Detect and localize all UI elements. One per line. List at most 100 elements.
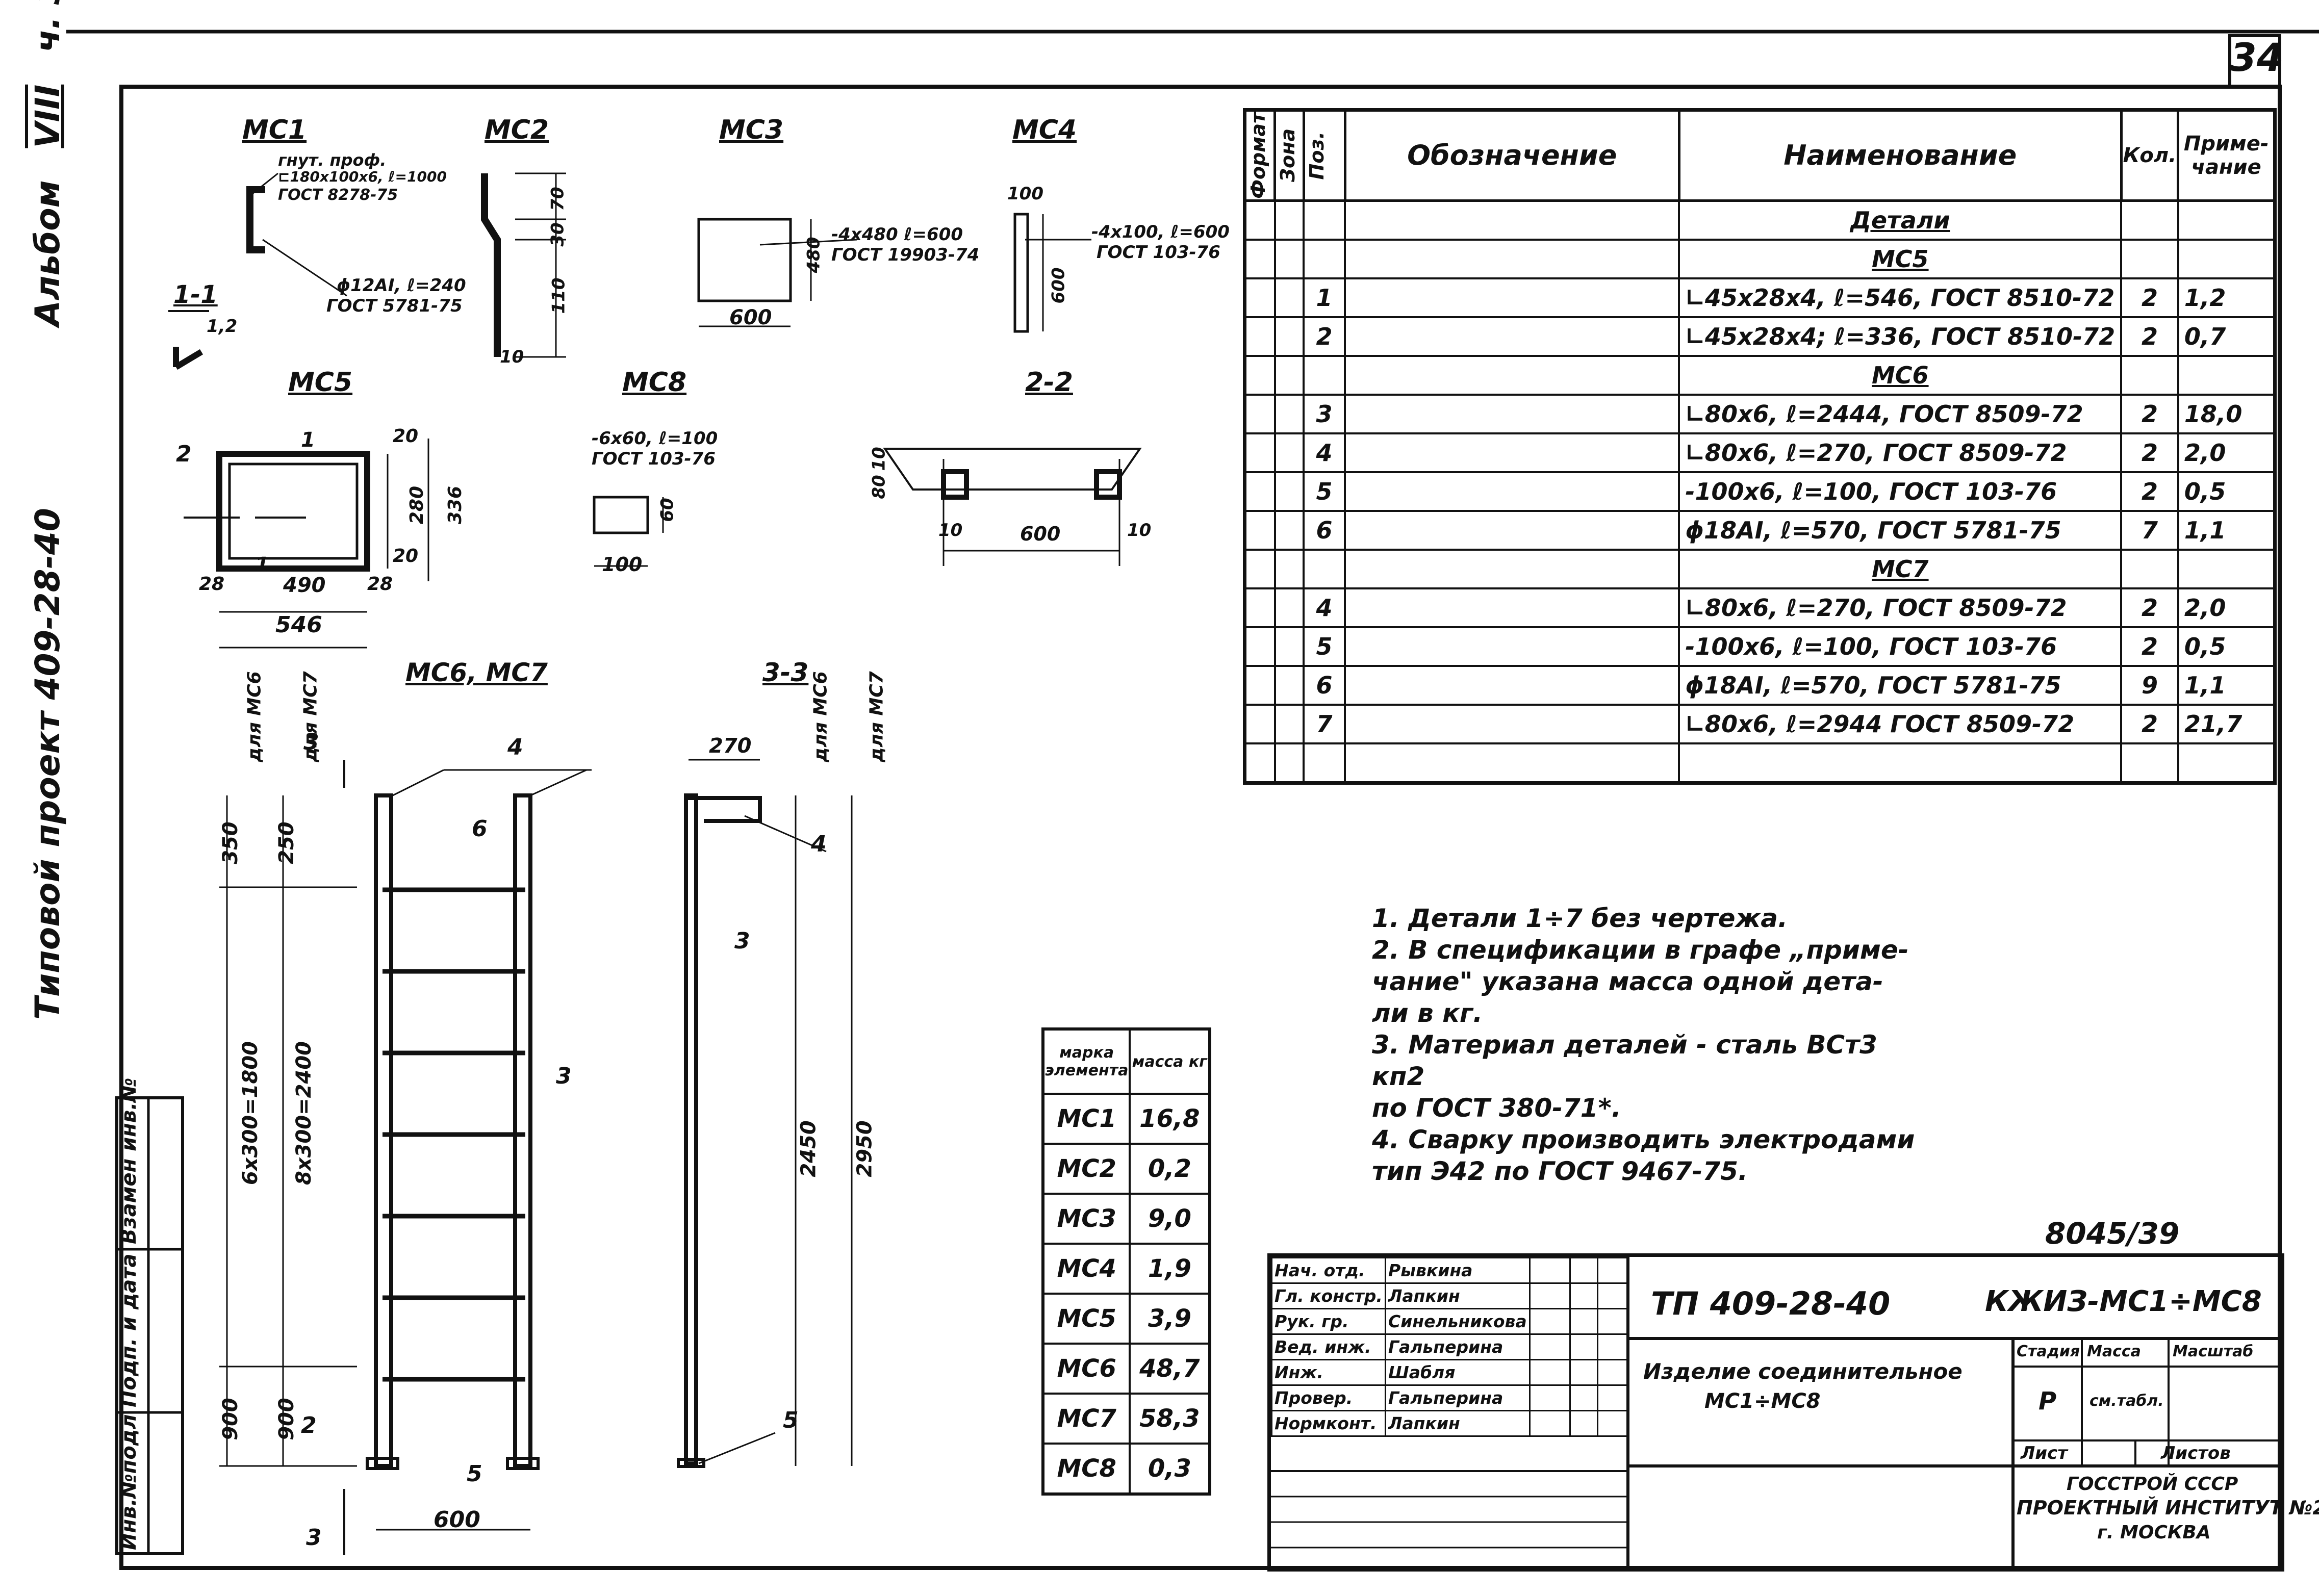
- mc4-d2: 600: [1048, 267, 1069, 304]
- table-row: Вед. инж.Гальперина: [1271, 1333, 1628, 1360]
- title-block: Нач. отд.Рывкина Гл. констр.Лапкин Рук. …: [1267, 1253, 2319, 1572]
- table-row: МС6: [1243, 354, 2276, 396]
- sec33-p4: 4: [811, 831, 827, 857]
- sec33-d2950: 2950: [853, 1120, 877, 1177]
- spec-row-name: ∟80х6, ℓ=2444, ГОСТ 8509-72: [1678, 393, 2123, 434]
- signature-table: Нач. отд.Рывкина Гл. констр.Лапкин Рук. …: [1271, 1257, 1628, 1437]
- mc3-title: МС3: [719, 115, 784, 145]
- general-notes: 1. Детали 1÷7 без чертежа. 2. В специфик…: [1372, 903, 1933, 1187]
- ladder-right-rail: [513, 793, 532, 1468]
- mc2-title: МС2: [485, 115, 549, 145]
- sec22-shape: [883, 448, 1142, 491]
- mc67-p3: 3: [303, 729, 319, 755]
- spec-row-name: МС6: [1678, 354, 2123, 396]
- mc5-title: МС5: [288, 367, 353, 398]
- title-block-grid: [1271, 1257, 2281, 1568]
- mc2-d4: 10: [500, 347, 524, 367]
- spec-header-note: Приме-чание: [2177, 109, 2276, 202]
- mc5-d7: 490: [283, 574, 326, 597]
- note-line: тип Э42 по ГОСТ 9467-75.: [1372, 1156, 1748, 1186]
- spec-header-row: Формат Зона Поз. Обозначение Наименовани…: [1243, 109, 2276, 202]
- spec-header-qty: Кол.: [2120, 109, 2180, 202]
- org-line3: г. МОСКВА: [2097, 1522, 2211, 1543]
- spec-header-zone: Зона: [1273, 109, 1305, 202]
- ladder-left-rail: [374, 793, 393, 1468]
- mc4-label1: -4х100, ℓ=600: [1091, 222, 1230, 242]
- note-line: 3. Материал деталей - сталь ВСт3 кп2: [1372, 1030, 1877, 1091]
- spec-header-pos: Поз.: [1302, 109, 1346, 202]
- mc4-label2: ГОСТ 103-76: [1097, 242, 1220, 263]
- mc5-d2: 1: [301, 428, 315, 452]
- mass-header-row: марка элемента масса кг: [1041, 1028, 1211, 1095]
- mc67-d600: 600: [434, 1507, 480, 1533]
- table-row: Провер.Гальперина: [1271, 1384, 1628, 1411]
- spec-row-name: ϕ18АI, ℓ=570, ГОСТ 5781-75: [1678, 509, 2123, 551]
- sec22-d5: 10: [1127, 520, 1152, 540]
- mc67-title: МС6, МС7: [405, 658, 548, 687]
- spec-row-name: Детали: [1678, 199, 2123, 241]
- mc67-cut2: 2: [301, 1412, 317, 1438]
- item-name-line1: Изделие соединительное: [1643, 1359, 1963, 1384]
- org-line1: ГОССТРОЙ СССР: [2067, 1474, 2238, 1495]
- sec11-title: 1-1: [173, 280, 218, 309]
- stage-value: Р: [2038, 1387, 2057, 1415]
- mc67-cut3: 3: [306, 1525, 322, 1551]
- mc1-rod1: ϕ12АI, ℓ=240: [337, 275, 466, 296]
- mc67-d900a: 900: [218, 1398, 242, 1440]
- mc4-strip-shape: [1013, 213, 1029, 333]
- spec-row-name: -100х6, ℓ=100, ГОСТ 103-76: [1678, 471, 2123, 512]
- mass-header-mass: масса кг: [1129, 1028, 1211, 1095]
- mc67-p5: 5: [467, 1461, 482, 1487]
- mc1-note2: ⊏180х100х6, ℓ=1000: [278, 168, 447, 185]
- mc5-d11: 1: [255, 553, 269, 577]
- sec11-d1: 1,2: [207, 316, 238, 337]
- note-line: 4. Сварку производить электродами: [1372, 1125, 1915, 1154]
- note-line: по ГОСТ 380-71*.: [1372, 1093, 1621, 1123]
- mc5-d1: 2: [176, 441, 192, 467]
- spec-header-format: Формат: [1243, 109, 1277, 202]
- mc5-d4: 280: [406, 485, 428, 525]
- spec-row-name: ϕ18АI, ℓ=570, ГОСТ 5781-75: [1678, 664, 2123, 706]
- drawing-mark: КЖИЗ-МС1÷МС8: [1985, 1285, 2262, 1318]
- spec-row-name: МС7: [1678, 548, 2123, 589]
- mc5-d6: 28: [199, 574, 225, 595]
- note-line: 2. В спецификации в графе „приме-: [1372, 935, 1909, 965]
- mc5-d9: 546: [275, 612, 322, 638]
- spec-row-name: ∟45х28х4; ℓ=336, ГОСТ 8510-72: [1678, 316, 2123, 357]
- mc5-d10: 20: [393, 546, 419, 567]
- table-row: Нач. отд.Рывкина: [1271, 1257, 1628, 1284]
- table-row: Гл. констр.Лапкин: [1271, 1282, 1628, 1309]
- sec11-angle-shape: [173, 347, 203, 370]
- mc3-label1: -4х480 ℓ=600: [831, 224, 963, 245]
- mass-header: Масса: [2087, 1343, 2141, 1360]
- spec-row-name: ∟45х28х4, ℓ=546, ГОСТ 8510-72: [1678, 277, 2123, 318]
- mc67-p6: 6: [472, 816, 488, 842]
- sec22-title: 2-2: [1025, 367, 1073, 398]
- approval-stamp: [115, 1096, 184, 1555]
- mc8-label1: -6х60, ℓ=100: [592, 428, 718, 449]
- mc67-d350: 350: [218, 821, 242, 864]
- table-row: Рук. гр.Синельникова: [1271, 1308, 1628, 1335]
- sec22-d4: 600: [1020, 523, 1061, 545]
- mc2-plate-shape: [481, 173, 501, 357]
- mc8-d2: 100: [602, 553, 643, 576]
- table-row: МС7: [1243, 548, 2276, 589]
- item-name-line2: МС1÷МС8: [1704, 1389, 1821, 1413]
- mc67-d8x300: 8х300=2400: [292, 1041, 316, 1185]
- sec33-title: 3-3: [762, 658, 809, 687]
- stage-header: Стадия: [2017, 1343, 2080, 1360]
- mc5-frame-shape: [216, 451, 370, 572]
- spec-row-name: ∟80х6, ℓ=270, ГОСТ 8509-72: [1678, 587, 2123, 628]
- note-line: чание" указана масса одной дета-: [1372, 967, 1883, 996]
